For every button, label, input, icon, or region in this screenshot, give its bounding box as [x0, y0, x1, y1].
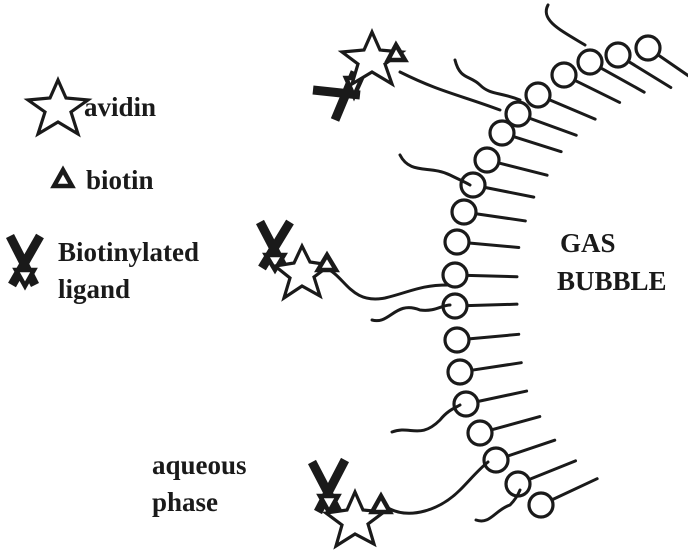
lipid-head: [475, 148, 499, 172]
lipid-tail: [492, 417, 540, 430]
lipid-tail: [467, 275, 517, 276]
biotin-mark: [388, 45, 405, 60]
lipid-tail: [575, 80, 620, 102]
lipid-tail: [529, 118, 576, 135]
biotin-legend-icon: [54, 170, 72, 186]
lipid-tail: [513, 137, 561, 152]
biotin-mark: [318, 255, 336, 270]
aqueous-label-line2: phase: [152, 487, 218, 517]
lipid-head: [468, 421, 492, 445]
lipid-tail: [499, 163, 547, 175]
peg-chain: [392, 405, 460, 432]
ligand-label-line2: ligand: [58, 274, 130, 304]
biotin-mark: [372, 496, 390, 512]
lipid-tail: [467, 304, 517, 305]
lipid-tail: [658, 55, 688, 83]
lipid-tail: [469, 334, 519, 339]
lipid-head: [606, 43, 630, 67]
lipid-head: [452, 200, 476, 224]
peg-chain: [400, 155, 470, 185]
ligand-legend-icon: [10, 236, 40, 286]
lipid-head: [445, 230, 469, 254]
lipid-tail: [472, 363, 521, 371]
lipid-head: [443, 263, 467, 287]
lipid-tail: [485, 187, 534, 197]
lipid-head: [490, 121, 514, 145]
biotin-label: biotin: [86, 165, 154, 195]
lipid-head: [461, 173, 485, 197]
lipid-tail: [628, 61, 671, 87]
peg-chain: [372, 305, 450, 321]
lipid-head: [484, 448, 508, 472]
gas-label-line1: GAS: [560, 228, 616, 258]
lipid-head: [445, 328, 469, 352]
legend: avidin biotin Biotinylated ligand: [10, 80, 199, 304]
lipid-head: [636, 36, 660, 60]
tether-bottom: [388, 462, 488, 513]
lipid-head: [552, 63, 576, 87]
lipid-tail: [529, 461, 575, 480]
gas-label-line2: BUBBLE: [557, 266, 667, 296]
lipid-head: [529, 493, 553, 517]
peg-chain: [455, 60, 520, 100]
complex-bottom: [312, 460, 390, 546]
lipid-tail: [507, 440, 554, 456]
ligand-label-line1: Biotinylated: [58, 237, 199, 267]
lipid-tail: [469, 243, 519, 247]
lipid-head: [578, 50, 602, 74]
lipid-tail: [478, 391, 527, 401]
lipid-tail: [552, 479, 597, 500]
lipid-head: [448, 360, 472, 384]
lipid-tail: [600, 68, 644, 92]
complex-top: [313, 32, 405, 120]
complex-middle: [260, 222, 336, 298]
lipid-head: [454, 392, 478, 416]
lipid-head: [526, 83, 550, 107]
avidin-label: avidin: [84, 92, 156, 122]
lipid-tail: [549, 100, 595, 119]
aqueous-label-line1: aqueous: [152, 450, 247, 480]
lipid-tail: [476, 214, 525, 221]
tether-middle: [325, 268, 448, 299]
tether-top: [400, 72, 500, 110]
avidin-legend-icon: [28, 80, 88, 134]
peg-chain: [546, 5, 585, 45]
